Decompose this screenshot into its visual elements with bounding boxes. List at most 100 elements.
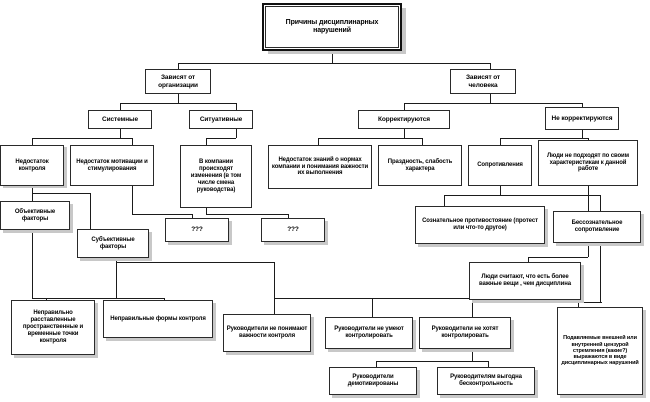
connector [120, 103, 121, 110]
node-label: Неправильно расставленные пространственн… [22, 310, 84, 344]
connector [116, 257, 117, 298]
node-label: Бессознательное сопротивление [571, 220, 623, 233]
node-label: Подавляемые внешней или внутренней цензу… [561, 335, 639, 367]
connector [206, 207, 207, 214]
node-label: Причины дисциплинарных нарушений [285, 18, 379, 34]
connector [192, 214, 193, 220]
node-lack-of-knowledge[interactable]: Недостаток знаний о нормах компании и по… [268, 145, 372, 189]
connector [376, 361, 488, 362]
node-managers-demotivated[interactable]: Руководители демотивированы [329, 367, 417, 395]
connector [332, 50, 333, 63]
connector [372, 298, 373, 319]
connector [600, 195, 601, 213]
connector [120, 128, 121, 138]
node-people-unfit[interactable]: Люди не подходят по своим характеристика… [538, 140, 638, 186]
connector [444, 195, 600, 196]
node-label: Недостаток контроля [15, 158, 49, 172]
node-label: Руководители не хотят контролировать [431, 326, 499, 339]
node-label: Зависят от человека [465, 74, 501, 89]
connector [582, 129, 583, 138]
node-correctable[interactable]: Корректируются [358, 110, 450, 129]
node-unknown-2[interactable]: ??? [261, 218, 325, 242]
connector [32, 185, 33, 193]
node-unknown-1[interactable]: ??? [165, 218, 229, 242]
node-label: В компании происходят изменения (в том ч… [190, 159, 242, 193]
connector [32, 229, 33, 298]
node-lack-of-control[interactable]: Недостаток контроля [0, 145, 64, 186]
connector [404, 128, 405, 138]
node-idleness[interactable]: Праздность, слабость характера [378, 145, 462, 186]
node-company-changes[interactable]: В компании происходят изменения (в том ч… [180, 145, 252, 208]
connector [376, 361, 377, 369]
node-depends-on-organization[interactable]: Зависят от организации [145, 69, 211, 94]
node-lack-of-motivation[interactable]: Недостаток мотивации и стимулирования [70, 145, 154, 186]
node-label: Субъективные факторы [91, 236, 135, 250]
connector [178, 93, 179, 103]
node-label: Праздность, слабость характера [387, 158, 453, 172]
connector [32, 298, 164, 299]
node-label: Люди считают, что есть более важные вещи… [479, 274, 571, 287]
connector [500, 138, 501, 145]
connector [132, 185, 133, 214]
node-label: Сознательное противостояние (протест или… [422, 218, 538, 231]
connector [32, 138, 132, 139]
node-objective-factors[interactable]: Объективные факторы [0, 201, 70, 230]
node-managers-cannot-control[interactable]: Руководители не умеют контролировать [325, 317, 413, 349]
connector [206, 138, 207, 145]
connector [490, 93, 491, 103]
connector [178, 63, 179, 70]
node-label: Недостаток мотивации и стимулирования [76, 158, 148, 172]
connector [404, 103, 582, 104]
connector [236, 103, 237, 110]
node-root[interactable]: Причины дисциплинарных нарушений [262, 3, 402, 51]
connector [274, 262, 275, 316]
connector [32, 193, 90, 194]
node-unconscious-resistance[interactable]: Бессознательное сопротивление [553, 211, 641, 243]
node-situational[interactable]: Ситуативные [189, 110, 253, 129]
connector [578, 302, 579, 309]
node-systemic[interactable]: Системные [88, 110, 152, 129]
connector [472, 351, 473, 361]
node-conscious-opposition[interactable]: Сознательное противостояние (протест или… [415, 206, 545, 244]
connector [578, 302, 602, 303]
node-managers-unwilling[interactable]: Руководители не хотят контролировать [419, 317, 511, 349]
node-more-important-things[interactable]: Люди считают, что есть более важные вещи… [469, 262, 581, 300]
connector [318, 138, 422, 139]
connector [206, 214, 288, 215]
connector [288, 214, 289, 220]
node-resistance[interactable]: Сопротивления [468, 145, 532, 186]
connector [318, 138, 319, 145]
connector [600, 245, 601, 302]
node-label: Руководители не умеют контролировать [334, 326, 404, 339]
node-label: Руководители не понимают важности контро… [226, 326, 308, 339]
connector [206, 138, 236, 139]
node-wrong-control-points[interactable]: Неправильно расставленные пространственн… [11, 300, 95, 355]
connector [132, 214, 192, 215]
node-label: Руководителям выгодна бесконтрольность [450, 374, 522, 387]
connector [422, 138, 423, 145]
connector [500, 138, 588, 139]
connector [488, 361, 489, 369]
node-depends-on-person[interactable]: Зависят от человека [450, 69, 516, 94]
connector [132, 138, 133, 145]
node-suppressed-aspirations[interactable]: Подавляемые внешней или внутренней цензу… [557, 307, 643, 395]
connector [274, 298, 472, 299]
node-wrong-control-forms[interactable]: Неправильные формы контроля [103, 300, 213, 338]
node-label: ??? [191, 226, 203, 234]
node-label: Корректируются [378, 115, 430, 123]
node-managers-dont-understand[interactable]: Руководители не понимают важности контро… [223, 314, 311, 352]
connector [178, 63, 490, 64]
connector [404, 103, 405, 110]
node-subjective-factors[interactable]: Субъективные факторы [77, 229, 149, 258]
node-label: ??? [287, 226, 299, 234]
node-label: Руководители демотивированы [347, 374, 399, 387]
node-label: Недостаток знаний о нормах компании и по… [271, 156, 369, 177]
node-not-correctable[interactable]: Не корректируются [545, 107, 619, 130]
connector [588, 185, 589, 191]
node-label: Не корректируются [551, 114, 613, 122]
connector [120, 103, 236, 104]
node-label: Сопротивления [477, 162, 523, 169]
node-managers-benefit[interactable]: Руководителям выгодна бесконтрольность [437, 367, 535, 395]
node-label: Люди не подходят по своим характеристика… [547, 152, 629, 173]
